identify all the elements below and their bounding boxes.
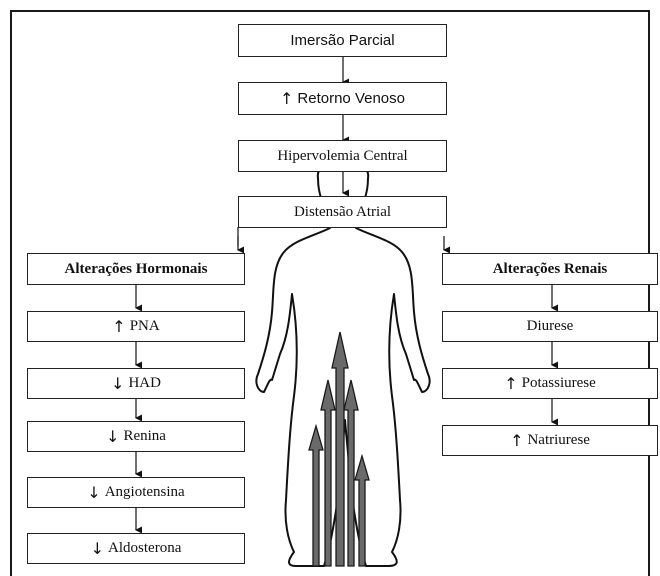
- arrow-down-icon: ↓: [111, 374, 124, 393]
- box-hormonal-renina: ↓ Renina: [27, 421, 245, 452]
- box-venous-return: ↑ Retorno Venoso: [238, 82, 447, 115]
- arrow-up-icon: ↑: [504, 374, 517, 393]
- label-hormonal-renina: Renina: [123, 428, 166, 445]
- box-renal-potassiurese: ↑ Potassiurese: [442, 368, 658, 399]
- arrow-up-icon: ↑: [510, 431, 523, 450]
- label-hormonal-aldosterona: Aldosterona: [108, 540, 181, 557]
- box-hormonal-pna: ↑ PNA: [27, 311, 245, 342]
- box-hypervolemia: Hipervolemia Central: [238, 140, 447, 172]
- label-renal-natriurese: Natriurese: [527, 432, 589, 449]
- label-immersion: Imersão Parcial: [290, 32, 394, 49]
- arrow-up-icon: ↑: [280, 89, 293, 108]
- box-hormonal-title: Alterações Hormonais: [27, 253, 245, 285]
- box-hormonal-had: ↓ HAD: [27, 368, 245, 399]
- arrow-down-icon: ↓: [91, 539, 104, 558]
- label-renal-diurese: Diurese: [527, 318, 574, 335]
- box-renal-title: Alterações Renais: [442, 253, 658, 285]
- label-atrial-distension: Distensão Atrial: [294, 204, 391, 221]
- box-renal-diurese: Diurese: [442, 311, 658, 342]
- box-immersion: Imersão Parcial: [238, 24, 447, 57]
- label-venous-return: Retorno Venoso: [297, 90, 405, 107]
- label-renal-title: Alterações Renais: [493, 261, 608, 278]
- box-hormonal-angiotensina: ↓ Angiotensina: [27, 477, 245, 508]
- label-hormonal-angiotensina: Angiotensina: [105, 484, 185, 501]
- arrow-up-icon: ↑: [112, 317, 125, 336]
- box-atrial-distension: Distensão Atrial: [238, 196, 447, 228]
- box-hormonal-aldosterona: ↓ Aldosterona: [27, 533, 245, 564]
- arrow-down-icon: ↓: [106, 427, 119, 446]
- arrow-down-icon: ↓: [87, 483, 100, 502]
- label-renal-potassiurese: Potassiurese: [522, 375, 596, 392]
- label-hormonal-pna: PNA: [130, 318, 160, 335]
- label-hypervolemia: Hipervolemia Central: [277, 148, 407, 165]
- label-hormonal-title: Alterações Hormonais: [65, 261, 208, 278]
- box-renal-natriurese: ↑ Natriurese: [442, 425, 658, 456]
- label-hormonal-had: HAD: [128, 375, 161, 392]
